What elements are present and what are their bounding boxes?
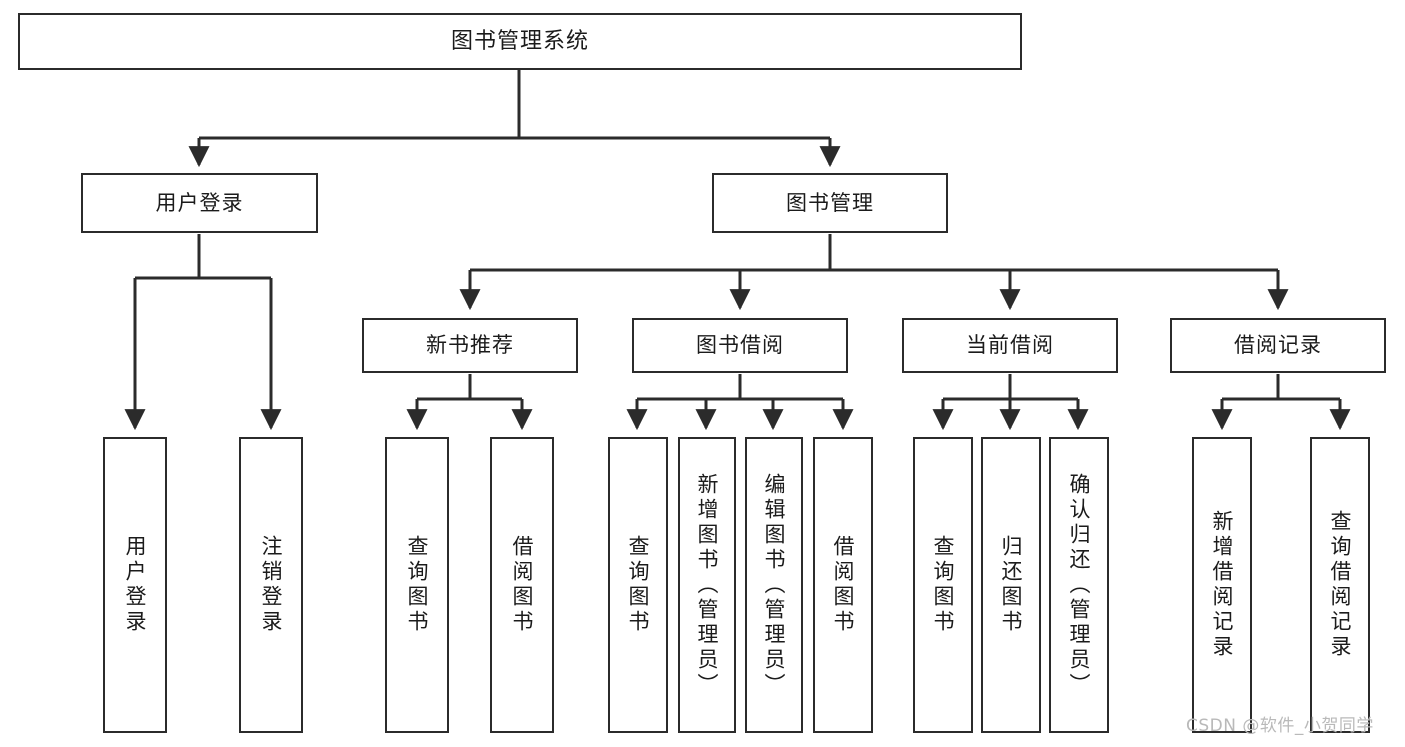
node-new-book-recommend[interactable]: 新书推荐: [362, 318, 578, 373]
node-leaf-query-record[interactable]: 查询借阅记录: [1310, 437, 1370, 733]
node-user-login[interactable]: 用户登录: [81, 173, 318, 233]
node-book-borrow-label: 图书借阅: [696, 333, 784, 358]
node-leaf-confirm-return[interactable]: 确认归还（管理员）: [1049, 437, 1109, 733]
node-leaf-query-book-3-label: 查询图书: [931, 535, 956, 635]
node-leaf-borrow-book-2[interactable]: 借阅图书: [813, 437, 873, 733]
node-leaf-return-book[interactable]: 归还图书: [981, 437, 1041, 733]
node-leaf-add-book[interactable]: 新增图书（管理员）: [678, 437, 736, 733]
node-leaf-query-book-3[interactable]: 查询图书: [913, 437, 973, 733]
node-leaf-borrow-book-1[interactable]: 借阅图书: [490, 437, 554, 733]
node-leaf-edit-book-label: 编辑图书（管理员）: [762, 472, 787, 698]
node-leaf-return-book-label: 归还图书: [999, 535, 1024, 635]
node-book-manage-label: 图书管理: [786, 190, 874, 215]
node-new-book-recommend-label: 新书推荐: [426, 333, 514, 358]
node-borrow-record[interactable]: 借阅记录: [1170, 318, 1386, 373]
node-user-login-label: 用户登录: [155, 190, 244, 215]
node-book-manage[interactable]: 图书管理: [712, 173, 948, 233]
node-leaf-user-login-label: 用户登录: [123, 535, 148, 635]
node-leaf-query-book-1-label: 查询图书: [405, 535, 430, 635]
node-leaf-query-book-2-label: 查询图书: [626, 535, 651, 635]
node-leaf-confirm-return-label: 确认归还（管理员）: [1067, 472, 1092, 698]
node-leaf-user-login[interactable]: 用户登录: [103, 437, 167, 733]
node-leaf-borrow-book-2-label: 借阅图书: [831, 535, 856, 635]
node-book-borrow[interactable]: 图书借阅: [632, 318, 848, 373]
node-leaf-logout-login[interactable]: 注销登录: [239, 437, 303, 733]
node-current-borrow-label: 当前借阅: [966, 333, 1054, 358]
node-leaf-borrow-book-1-label: 借阅图书: [510, 535, 535, 635]
node-root-system-label: 图书管理系统: [450, 28, 589, 54]
node-leaf-logout-login-label: 注销登录: [259, 535, 284, 635]
node-current-borrow[interactable]: 当前借阅: [902, 318, 1118, 373]
node-leaf-query-book-2[interactable]: 查询图书: [608, 437, 668, 733]
node-root-system[interactable]: 图书管理系统: [18, 13, 1022, 70]
node-leaf-query-record-label: 查询借阅记录: [1328, 510, 1353, 660]
node-borrow-record-label: 借阅记录: [1234, 333, 1322, 358]
node-leaf-edit-book[interactable]: 编辑图书（管理员）: [745, 437, 803, 733]
node-leaf-query-book-1[interactable]: 查询图书: [385, 437, 449, 733]
node-leaf-add-record[interactable]: 新增借阅记录: [1192, 437, 1252, 733]
node-leaf-add-record-label: 新增借阅记录: [1210, 510, 1235, 660]
node-leaf-add-book-label: 新增图书（管理员）: [695, 472, 720, 698]
watermark-text: CSDN @软件_小贺同学: [1186, 716, 1374, 736]
